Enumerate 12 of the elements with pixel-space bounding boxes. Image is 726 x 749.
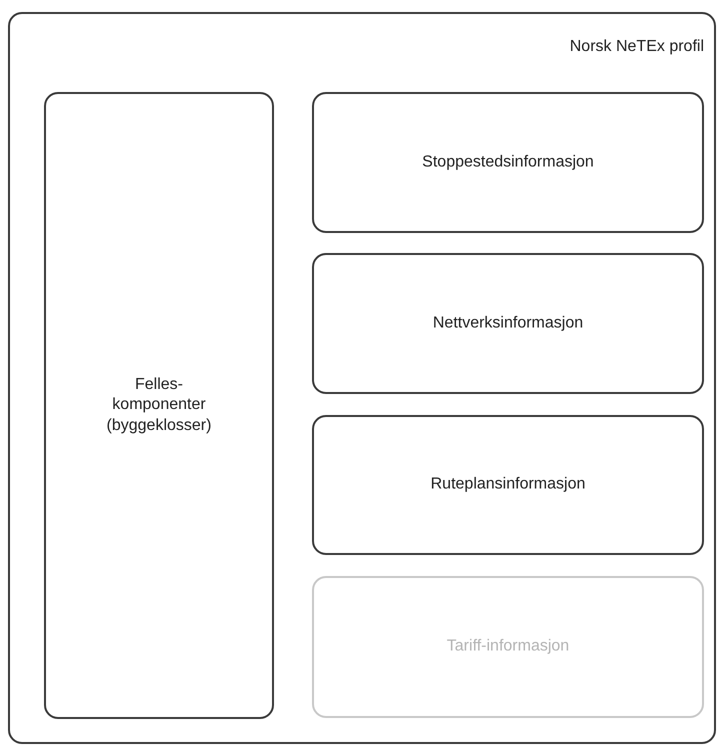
module-box <box>312 92 704 233</box>
module-box <box>44 92 274 719</box>
container-title: Norsk NeTEx profil <box>570 38 704 56</box>
module-label: Ruteplansinformasjon <box>430 474 586 495</box>
module-box <box>312 415 704 555</box>
module-box <box>312 253 704 394</box>
module-label: Nettverksinformasjon <box>432 313 584 334</box>
module-label: Felles- komponenter (byggeklosser) <box>106 374 212 436</box>
container-box <box>8 12 716 744</box>
module-label: Stoppestedsinformasjon <box>421 152 595 172</box>
module-box <box>312 576 704 718</box>
module-label: Tariff-informasjon <box>446 636 570 657</box>
